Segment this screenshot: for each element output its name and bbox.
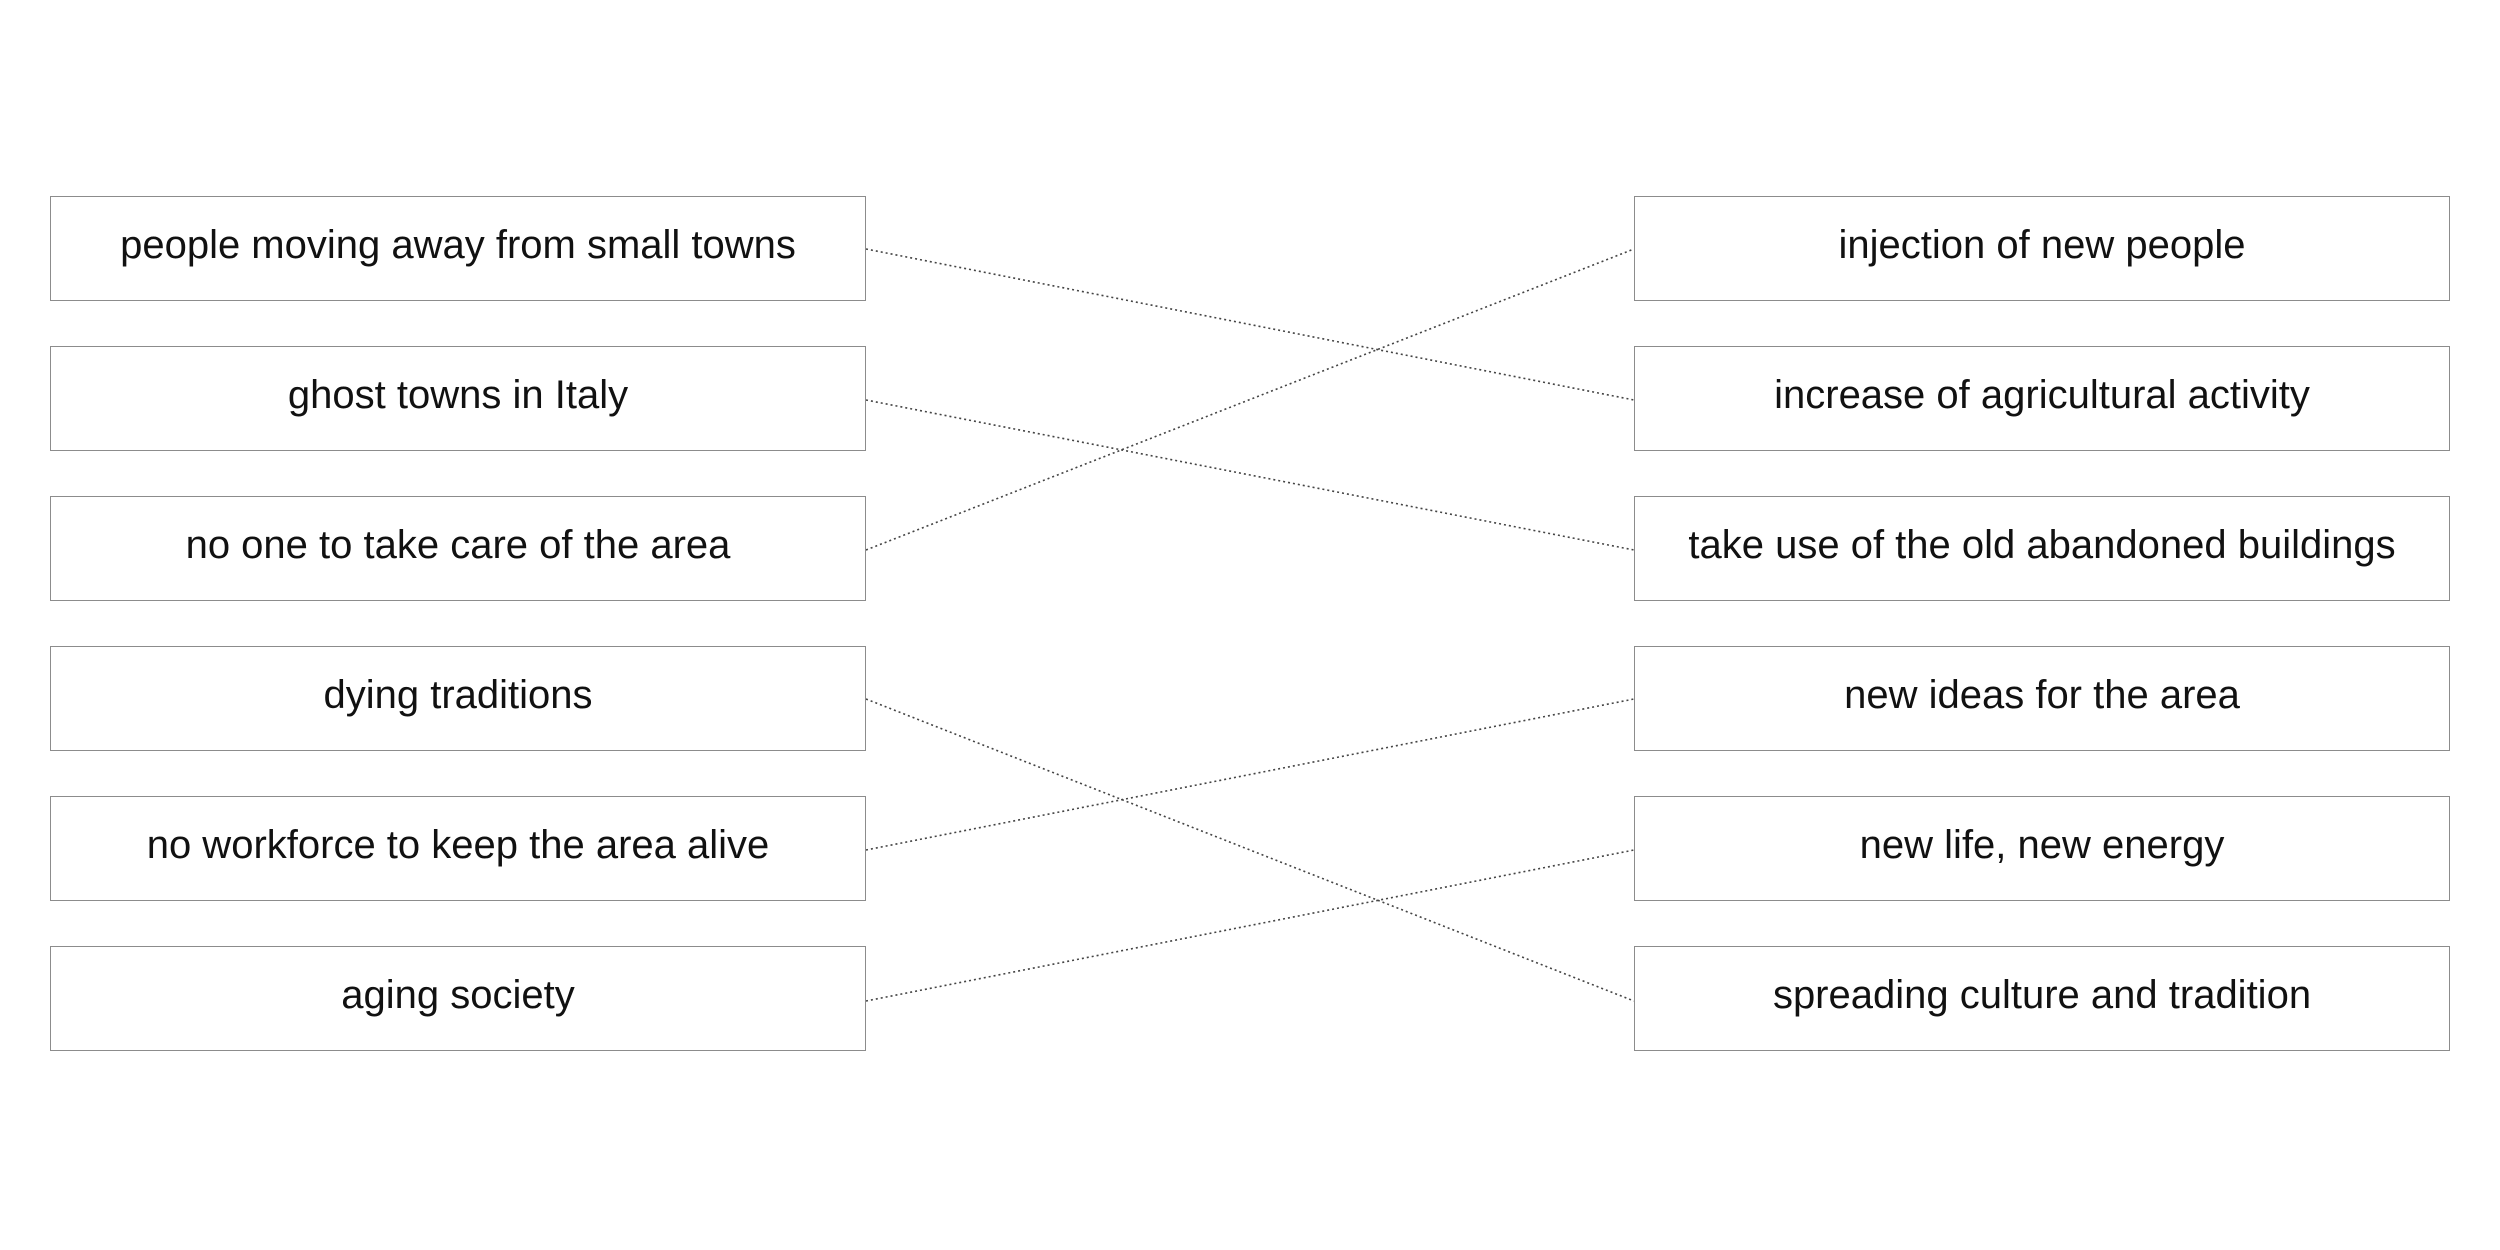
right-item-box[interactable]: spreading culture and tradition (1634, 946, 2450, 1051)
right-item-box[interactable]: new life, new energy (1634, 796, 2450, 901)
connector-line-1 (865, 399, 1635, 551)
right-item-box[interactable]: new ideas for the area (1634, 646, 2450, 751)
right-item-box[interactable]: take use of the old abandoned buildings (1634, 496, 2450, 601)
right-item-label: spreading culture and tradition (1772, 973, 2312, 1017)
left-item-label: dying traditions (323, 673, 593, 717)
left-item-box[interactable]: ghost towns in Italy (50, 346, 866, 451)
right-item-label: take use of the old abandoned buildings (1688, 523, 2396, 567)
left-item-label: people moving away from small towns (120, 223, 796, 267)
right-item-label: increase of agricultural activity (1774, 373, 2310, 417)
left-item-label: no workforce to keep the area alive (146, 823, 770, 867)
left-item-box[interactable]: dying traditions (50, 646, 866, 751)
left-item-label: aging society (341, 973, 575, 1017)
left-item-label: ghost towns in Italy (287, 373, 629, 417)
right-item-label: new ideas for the area (1844, 673, 2240, 717)
left-item-box[interactable]: no one to take care of the area (50, 496, 866, 601)
right-item-label: new life, new energy (1859, 823, 2225, 867)
left-item-box[interactable]: aging society (50, 946, 866, 1051)
right-item-box[interactable]: increase of agricultural activity (1634, 346, 2450, 451)
connector-line-4 (865, 698, 1635, 851)
connector-line-5 (865, 849, 1635, 1002)
left-item-box[interactable]: people moving away from small towns (50, 196, 866, 301)
right-item-box[interactable]: injection of new people (1634, 196, 2450, 301)
right-item-label: injection of new people (1838, 223, 2246, 267)
left-item-label: no one to take care of the area (185, 523, 731, 567)
connector-line-3 (865, 698, 1635, 1002)
connector-line-0 (865, 248, 1635, 401)
connector-line-2 (865, 248, 1635, 551)
left-item-box[interactable]: no workforce to keep the area alive (50, 796, 866, 901)
